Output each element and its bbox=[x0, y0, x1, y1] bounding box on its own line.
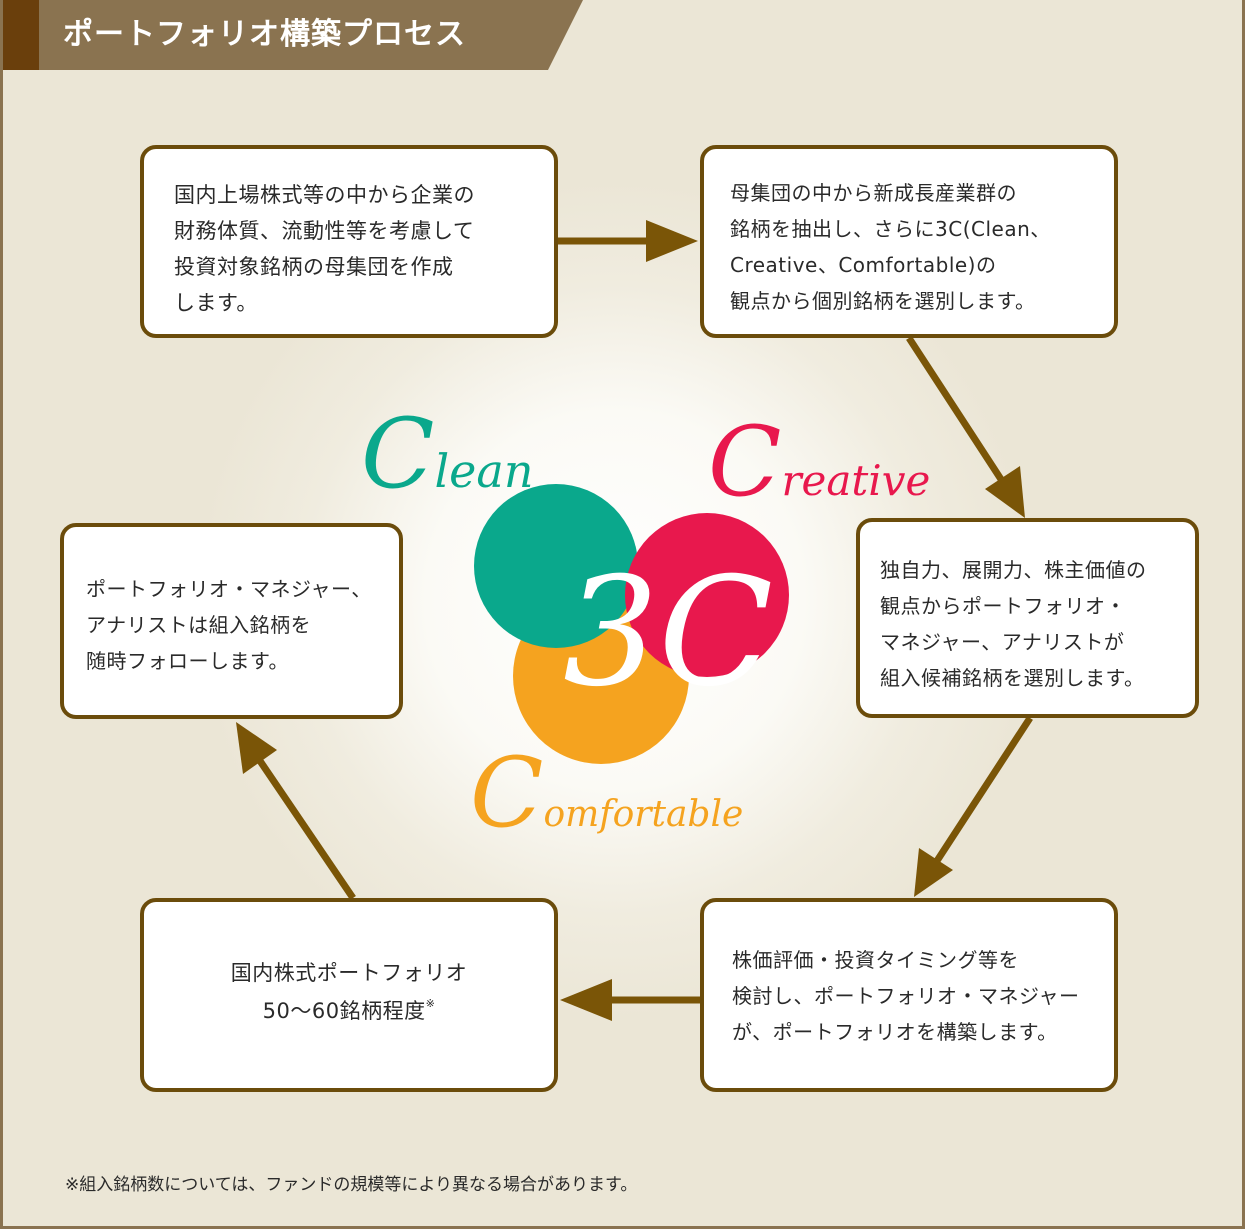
footnote-mark: ※ bbox=[425, 997, 436, 1010]
step-5-box: 国内株式ポートフォリオ 50〜60銘柄程度※ bbox=[140, 898, 558, 1092]
step-6-box: ポートフォリオ・マネジャー、 アナリストは組入銘柄を 随時フォローします。 bbox=[60, 523, 403, 719]
step-4-text: 株価評価・投資タイミング等を 検討し、ポートフォリオ・マネジャー が、ポートフォ… bbox=[732, 948, 1080, 1044]
step-6-text: ポートフォリオ・マネジャー、 アナリストは組入銘柄を 随時フォローします。 bbox=[86, 577, 372, 673]
step-5-line-1: 国内株式ポートフォリオ bbox=[230, 961, 468, 985]
step-4-box: 株価評価・投資タイミング等を 検討し、ポートフォリオ・マネジャー が、ポートフォ… bbox=[700, 898, 1118, 1092]
clean-label: Clean bbox=[361, 398, 533, 510]
header-tab bbox=[3, 0, 583, 70]
step-1-box: 国内上場株式等の中から企業の 財務体質、流動性等を考慮して 投資対象銘柄の母集団… bbox=[140, 145, 558, 338]
step-5-line-2: 50〜60銘柄程度 bbox=[262, 999, 426, 1023]
step-1-text: 国内上場株式等の中から企業の 財務体質、流動性等を考慮して 投資対象銘柄の母集団… bbox=[174, 183, 475, 315]
step-2-text: 母集団の中から新成長産業群の 銘柄を抽出し、さらに3C(Clean、 Creat… bbox=[730, 181, 1051, 313]
arrow-head-right bbox=[646, 220, 698, 262]
arrow-head-down-left bbox=[914, 848, 953, 897]
arrow-head-down-right bbox=[985, 466, 1025, 518]
step-3-text: 独自力、展開力、株主価値の 観点からポートフォリオ・ マネジャー、アナリストが … bbox=[880, 558, 1147, 690]
step-3-box: 独自力、展開力、株主価値の 観点からポートフォリオ・ マネジャー、アナリストが … bbox=[856, 518, 1199, 718]
three-c-diagram: 3C Clean Creative Comfortable bbox=[361, 398, 930, 849]
arrow-head-up-left bbox=[236, 722, 277, 774]
comfortable-label: Comfortable bbox=[470, 737, 743, 849]
three-c-center-label: 3C bbox=[563, 546, 773, 720]
arrow-step5-to-step6 bbox=[253, 753, 356, 900]
arrow-step2-to-step3 bbox=[906, 336, 1009, 489]
arrow-step3-to-step4 bbox=[930, 716, 1033, 869]
footnote: ※組入銘柄数については、ファンドの規模等により異なる場合があります。 bbox=[65, 1175, 638, 1195]
header-accent bbox=[3, 0, 39, 70]
arrow-head-left bbox=[560, 979, 612, 1021]
creative-label: Creative bbox=[708, 406, 930, 518]
page-title: ポートフォリオ構築プロセス bbox=[63, 17, 466, 52]
creative-circle bbox=[625, 513, 789, 677]
clean-circle bbox=[474, 484, 638, 648]
step-2-box: 母集団の中から新成長産業群の 銘柄を抽出し、さらに3C(Clean、 Creat… bbox=[700, 145, 1118, 338]
flow-arrows bbox=[236, 220, 1033, 1021]
